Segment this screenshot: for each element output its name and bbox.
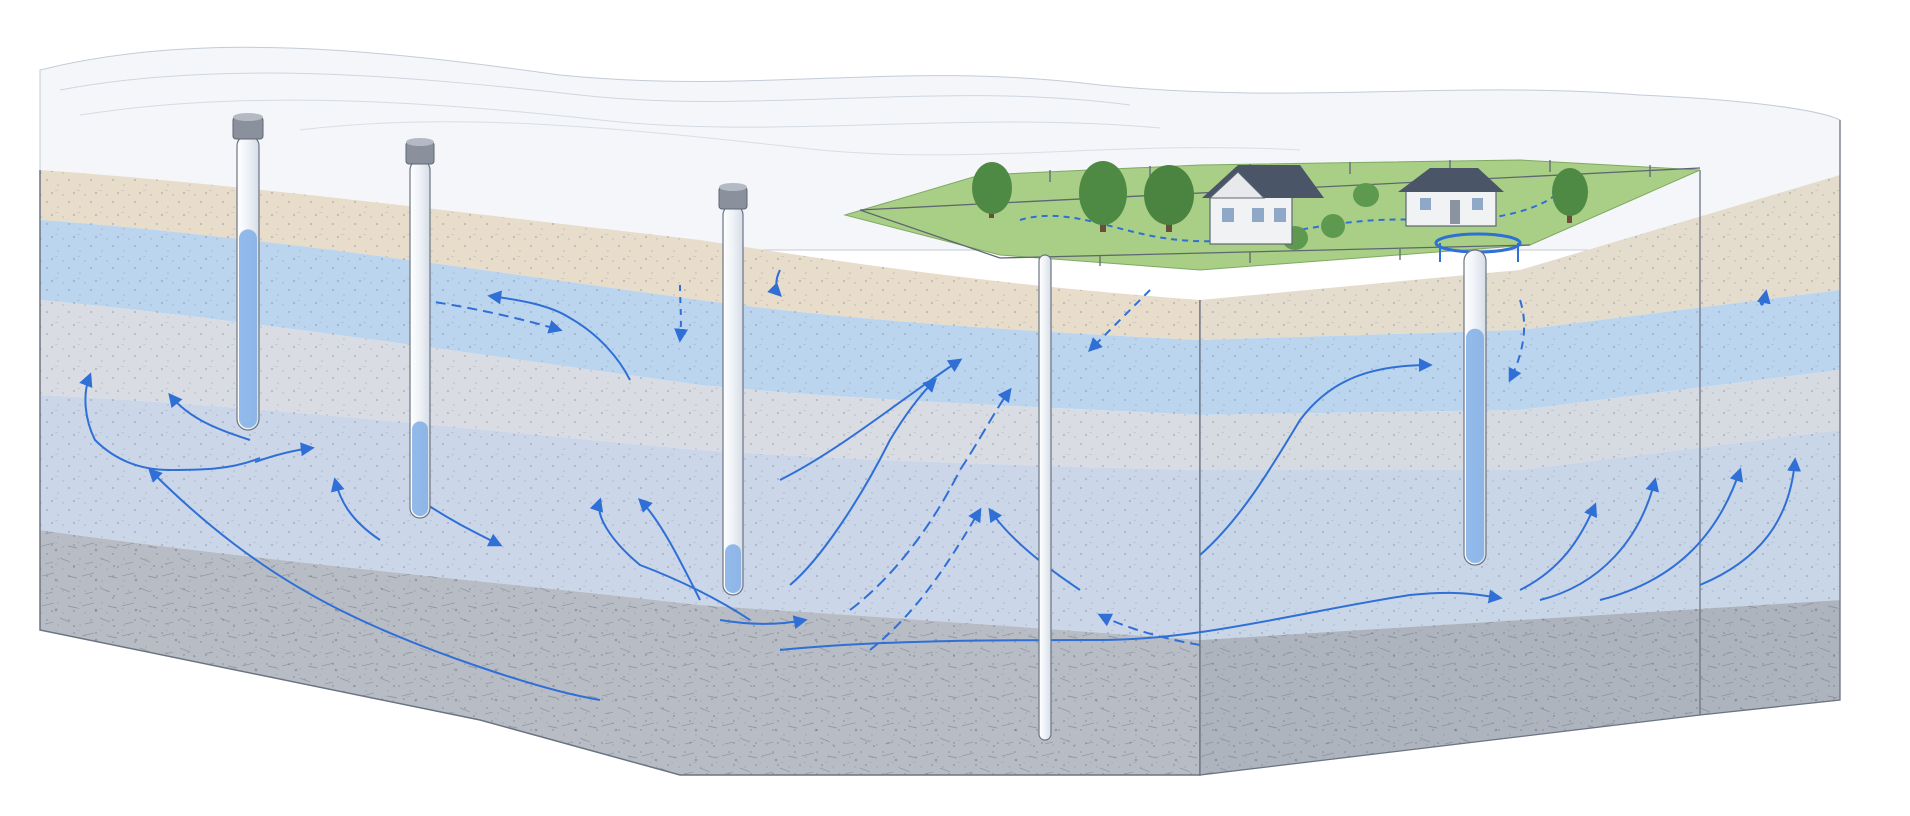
flow-arrow: [789, 378, 937, 586]
tree-icon: [1079, 161, 1127, 232]
flow-arrows: [79, 269, 1802, 701]
flow-arrow: [638, 498, 701, 601]
monitoring-well-3: [718, 183, 748, 596]
flow-arrow: [719, 615, 808, 630]
flow-arrow: [1199, 358, 1433, 556]
water-column: [725, 544, 741, 593]
well-cap-top: [406, 138, 434, 146]
flow-arrow: [1097, 613, 1201, 646]
flow-arrow: [1508, 299, 1526, 383]
house-icon: [1202, 165, 1324, 245]
flow-arrow: [589, 497, 751, 621]
tree-icon: [1552, 168, 1588, 223]
bush-icon: [1353, 183, 1379, 207]
tree-icon: [972, 162, 1012, 218]
flow-arrow: [1599, 467, 1744, 601]
water-column: [239, 229, 257, 428]
flow-arrow: [849, 387, 1012, 611]
dry-pipe: [1038, 254, 1052, 741]
well-cap-top: [233, 113, 263, 121]
flow-arrow: [767, 269, 782, 297]
flow-arrow: [779, 358, 963, 481]
flow-arrow: [254, 442, 315, 463]
water-column: [1466, 328, 1484, 563]
bush-icon: [1321, 214, 1345, 238]
flow-arrow: [330, 477, 381, 541]
monitoring-well-2: [405, 138, 435, 519]
house-icon: [1398, 168, 1504, 227]
monitoring-well-1: [232, 113, 264, 431]
well-pipe: [722, 204, 744, 596]
tree-icon: [1144, 165, 1194, 232]
flow-arrow: [79, 372, 261, 472]
flow-arrow: [988, 507, 1081, 591]
well-pipe: [1038, 254, 1052, 741]
flow-arrow: [1756, 289, 1771, 306]
water-column: [412, 421, 428, 516]
flow-arrow: [869, 507, 982, 651]
wells: [232, 113, 1487, 741]
right-face: [1199, 120, 1841, 776]
well-cap-top: [719, 183, 747, 191]
front-face: [39, 170, 1201, 776]
flow-arrow: [487, 290, 631, 381]
flow-arrow: [419, 299, 563, 334]
flow-arrow: [1699, 457, 1802, 586]
flow-arrow: [1519, 502, 1598, 591]
flow-arrow: [1088, 289, 1151, 352]
flow-arrow: [148, 468, 601, 701]
flow-arrow: [1539, 477, 1660, 601]
pumping-well: [1463, 249, 1487, 566]
flow-arrow: [674, 284, 689, 343]
flow-arrow: [779, 589, 1503, 651]
flow-arrow: [168, 392, 251, 441]
